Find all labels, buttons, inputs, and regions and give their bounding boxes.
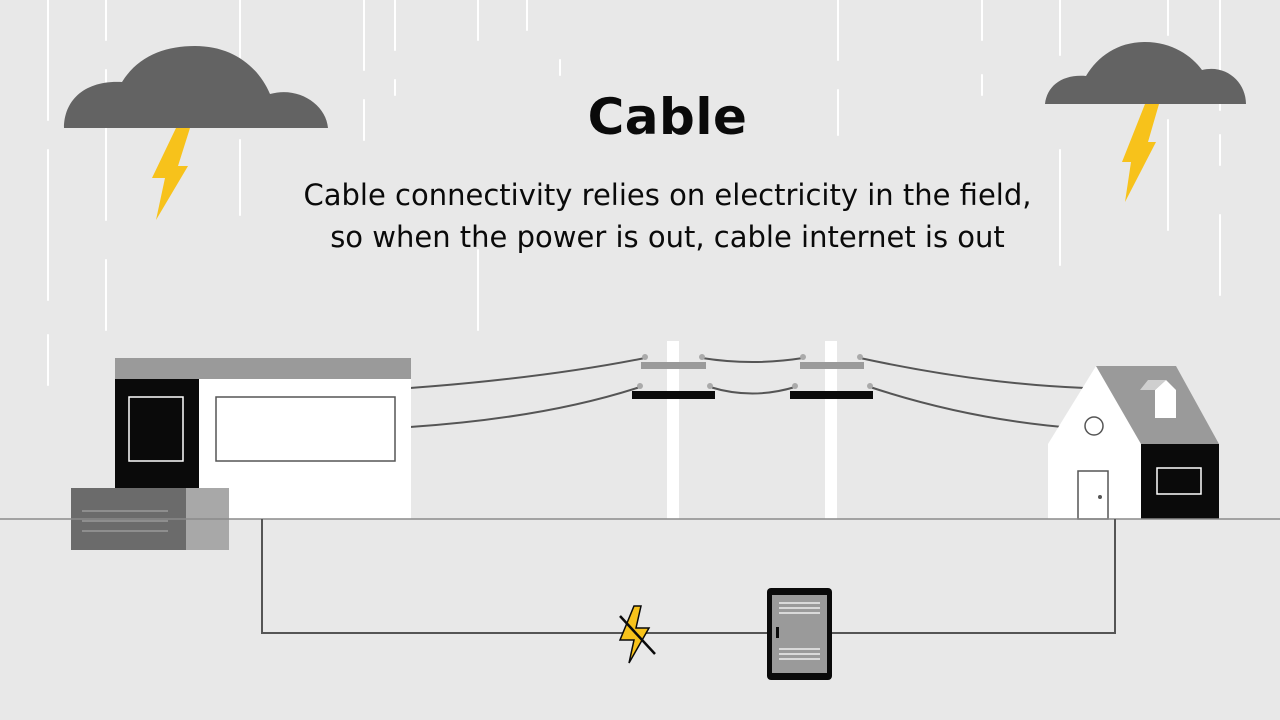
page-subtitle: Cable connectivity relies on electricity…: [0, 174, 1280, 258]
house: [1048, 366, 1219, 520]
utility-pole-2: [790, 341, 873, 519]
lightning-bolt-icon: [152, 128, 190, 220]
utility-pole-1: [632, 341, 715, 519]
headend-building: [71, 358, 411, 550]
street-cabinet-icon: [767, 588, 832, 680]
rain: [47, 0, 1221, 386]
storm-cloud-left: [64, 46, 328, 220]
storm-cloud-right: [1045, 42, 1246, 202]
lightning-bolt-icon: [1122, 104, 1159, 202]
subtitle-line-2: so when the power is out, cable internet…: [330, 220, 1005, 254]
subtitle-line-1: Cable connectivity relies on electricity…: [303, 178, 1032, 212]
power-outage-icon: [618, 605, 656, 664]
underground-cable: [261, 519, 1116, 634]
overhead-wires: [409, 357, 1086, 429]
storm-cloud-icon: [1045, 42, 1246, 104]
page-title: Cable: [587, 88, 748, 146]
storm-cloud-icon: [64, 46, 328, 128]
